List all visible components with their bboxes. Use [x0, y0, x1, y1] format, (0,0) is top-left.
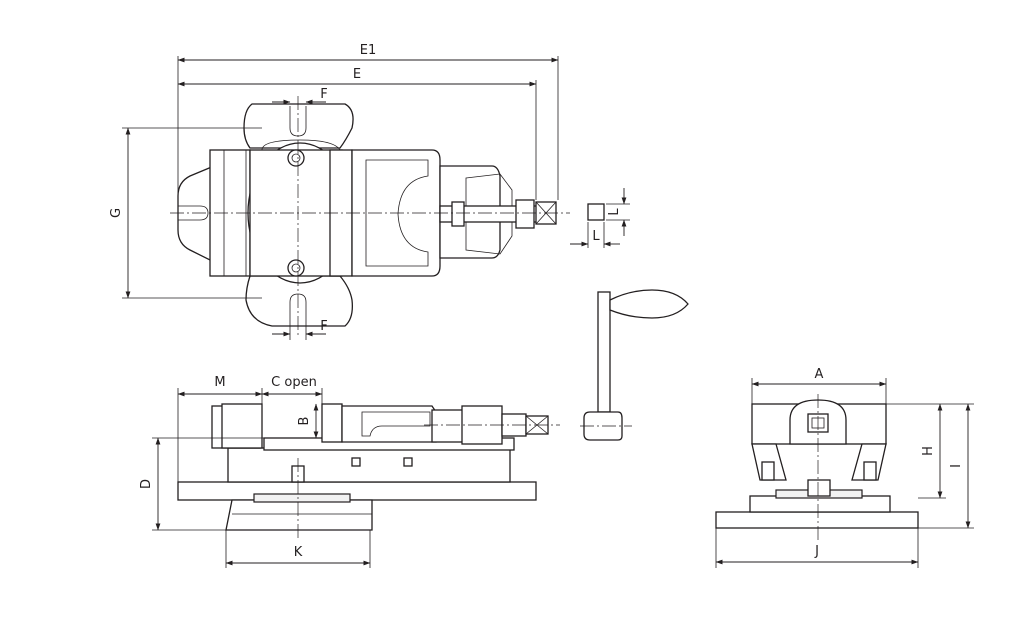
top-view-bolt-top [287, 149, 305, 167]
handle-crank [580, 289, 689, 441]
g-label: G [109, 208, 124, 218]
top-view-nut [465, 173, 513, 255]
f-bottom-label: F [320, 319, 327, 334]
l-square-detail [587, 203, 605, 221]
top-view-bolt-top-inner [291, 153, 301, 163]
top-view-screw-end [515, 199, 535, 229]
d-label: D [139, 479, 154, 489]
top-view-base-flange-bottom [245, 275, 353, 327]
side-view-center-block [807, 479, 831, 497]
front-view-bolt-2 [403, 457, 413, 467]
e-label: E [353, 67, 361, 82]
front-view-bolt-1 [351, 457, 361, 467]
top-view-left-slot [178, 205, 209, 221]
side-view-left-bolt [761, 461, 775, 481]
i-label: I [949, 464, 964, 468]
b-label: B [297, 417, 312, 426]
front-view-graduated-scale [253, 493, 351, 503]
front-view-base-plate [177, 481, 537, 501]
front-view-fixed-jaw-plate [221, 403, 263, 449]
top-view-base-flange [243, 103, 354, 149]
front-view-swivel-base [225, 499, 373, 531]
f-top-label: F [320, 87, 327, 102]
front-view-slide [341, 405, 437, 443]
m-label: M [214, 375, 225, 390]
handle-grip [609, 289, 689, 319]
top-view: E1 E F F G L L [109, 43, 630, 340]
top-view-body-arc [261, 139, 341, 151]
side-view-right-bolt [863, 461, 877, 481]
top-view-bolt-bottom [287, 259, 305, 277]
top-view-screw-collar [451, 201, 465, 227]
j-label: J [814, 544, 819, 559]
top-view-slide-inner [365, 159, 429, 267]
a-label: A [815, 367, 824, 382]
front-view-movable-jaw [321, 403, 343, 443]
top-view-bolt-bottom-inner [291, 263, 301, 273]
k-label: K [294, 545, 303, 560]
l-horizontal-label: L [592, 229, 600, 244]
l-vertical-label: L [607, 208, 622, 216]
side-view: A H I J [715, 367, 974, 568]
handle-shaft [597, 291, 611, 413]
front-view: M C open B D K [139, 375, 560, 568]
h-label: H [921, 446, 936, 456]
front-view-slide-inner [361, 411, 431, 437]
c-open-label: C open [271, 375, 317, 390]
top-view-left-ear [177, 165, 215, 264]
side-view-base-plate [715, 511, 919, 529]
front-view-body [227, 447, 511, 483]
e1-label: E1 [360, 43, 377, 58]
